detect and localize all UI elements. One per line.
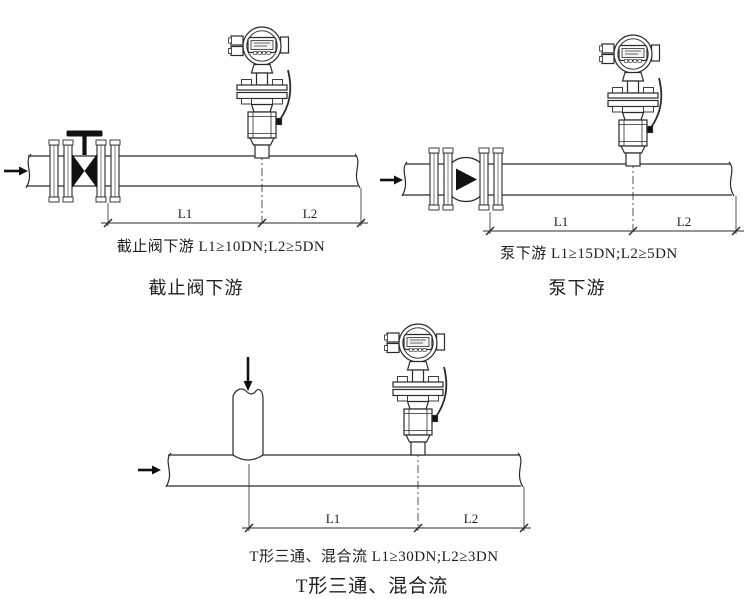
flowmeter-assembly bbox=[598, 34, 663, 167]
flowmeter-assembly bbox=[227, 26, 292, 159]
pump-arrow-icon bbox=[456, 168, 477, 191]
dim-label-l2: L2 bbox=[464, 511, 478, 526]
stop-valve-icon bbox=[66, 130, 103, 188]
diagram-caption: 泵下游 bbox=[549, 278, 606, 298]
pipe-break-icon bbox=[232, 388, 264, 400]
dimension: L1 L2 bbox=[101, 188, 368, 228]
pipe-break-icon bbox=[165, 452, 172, 488]
dim-label-l1: L1 bbox=[326, 511, 340, 526]
pipe-break-icon bbox=[728, 161, 735, 197]
pipe-break-icon bbox=[517, 452, 524, 488]
pipe-break-icon bbox=[354, 153, 361, 189]
pipe bbox=[25, 153, 361, 189]
branch-saddle bbox=[232, 454, 264, 461]
spec-label: 截止阀下游 L1≥10DN;L2≥5DN bbox=[117, 238, 326, 255]
dim-label-l1: L1 bbox=[554, 214, 568, 229]
dimension-ticks bbox=[485, 226, 741, 236]
pipe bbox=[165, 452, 524, 488]
diagram-caption: 截止阀下游 bbox=[149, 278, 244, 298]
flange-pair bbox=[48, 139, 74, 203]
diagram-tee-mixed-flow: L1 L2 T形三通、混合流 L1≥30DN;L2≥3DN T形三通、混合流 bbox=[138, 323, 531, 597]
branch-flow-arrow-icon bbox=[243, 357, 253, 391]
flange-pair bbox=[478, 147, 504, 211]
pipe-break-icon bbox=[25, 153, 32, 189]
dimension: L1 L2 bbox=[242, 464, 531, 533]
dim-label-l2: L2 bbox=[303, 206, 317, 221]
dimension: L1 L2 bbox=[483, 196, 744, 236]
flow-arrow-icon bbox=[4, 166, 28, 176]
flow-arrow-icon bbox=[380, 175, 403, 185]
spec-label: 泵下游 L1≥15DN;L2≥5DN bbox=[500, 245, 678, 262]
dim-label-l2: L2 bbox=[677, 214, 691, 229]
diagram-pump-downstream: L1 L2 泵下游 L1≥15DN;L2≥5DN 泵下游 bbox=[380, 34, 744, 298]
flowmeter-assembly bbox=[383, 323, 448, 456]
pipe-break-icon bbox=[401, 161, 408, 197]
flange-pair bbox=[428, 147, 454, 211]
dimension-ticks bbox=[244, 523, 529, 533]
branch-pipe bbox=[232, 388, 264, 461]
flow-arrow-icon bbox=[138, 465, 161, 475]
dimension-ticks bbox=[103, 218, 366, 228]
diagram-stop-valve-downstream: L1 L2 截止阀下游 L1≥10DN;L2≥5DN 截止阀下游 bbox=[4, 26, 368, 298]
diagram-caption: T形三通、混合流 bbox=[296, 575, 449, 597]
dim-label-l1: L1 bbox=[178, 206, 192, 221]
spec-label: T形三通、混合流 L1≥30DN;L2≥3DN bbox=[249, 548, 498, 565]
flange-pair bbox=[95, 139, 121, 203]
